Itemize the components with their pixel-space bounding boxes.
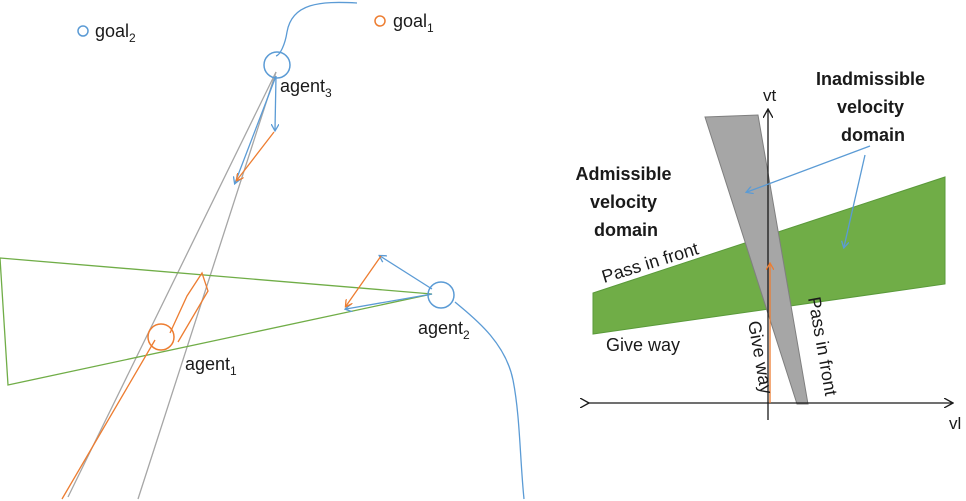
vt-axis-label: vt: [763, 86, 777, 105]
goal-1-label: goal1: [393, 11, 434, 35]
inadmissible-pointer-1: [747, 145, 871, 192]
agent-3-trajectory: [275, 1, 358, 57]
agent-2-relative-arrow: [346, 255, 382, 306]
cone-line-1: [67, 71, 277, 498]
agent-2-velocity-arrow: [380, 256, 433, 290]
cone-line-2: [137, 71, 277, 500]
agent-3-velocity-arrow: [275, 75, 276, 130]
give-way-green-label: Give way: [606, 335, 680, 355]
agent-2-circle: [427, 281, 455, 309]
agent-2-label: agent2: [418, 318, 470, 342]
goal-1-marker: [374, 15, 386, 27]
admissible-label: Admissible velocity domain: [575, 164, 676, 240]
inadmissible-label: Inadmissible velocity domain: [816, 69, 930, 145]
goal-2-marker: [77, 25, 89, 37]
agent-1-label: agent1: [185, 354, 237, 378]
agent-3-circle: [263, 51, 291, 79]
agent-3-label: agent3: [280, 76, 332, 100]
agent-2-velocity-arrow-2: [346, 293, 433, 309]
agent-2-trajectory: [454, 301, 525, 500]
pass-in-front-grey-label: Pass in front: [804, 295, 841, 397]
inadmissible-pointer-2: [844, 154, 866, 247]
agent-1-circle: [147, 323, 175, 351]
goal-2-label: goal2: [95, 21, 136, 45]
give-way-grey-label: Give way: [744, 319, 777, 395]
agent-2-cone: [0, 257, 433, 386]
velocity-space: vt vl Inadmissible velocity domain Admis…: [575, 69, 961, 433]
agent-3-velocity-arrow-2: [235, 75, 277, 183]
agent-1-trajectory: [61, 271, 209, 500]
vl-axis-label: vl: [949, 414, 961, 433]
left-scene: goal2 goal1 agent3 agent1 agent2: [0, 1, 525, 500]
agent-3-relative-arrow: [237, 131, 275, 180]
